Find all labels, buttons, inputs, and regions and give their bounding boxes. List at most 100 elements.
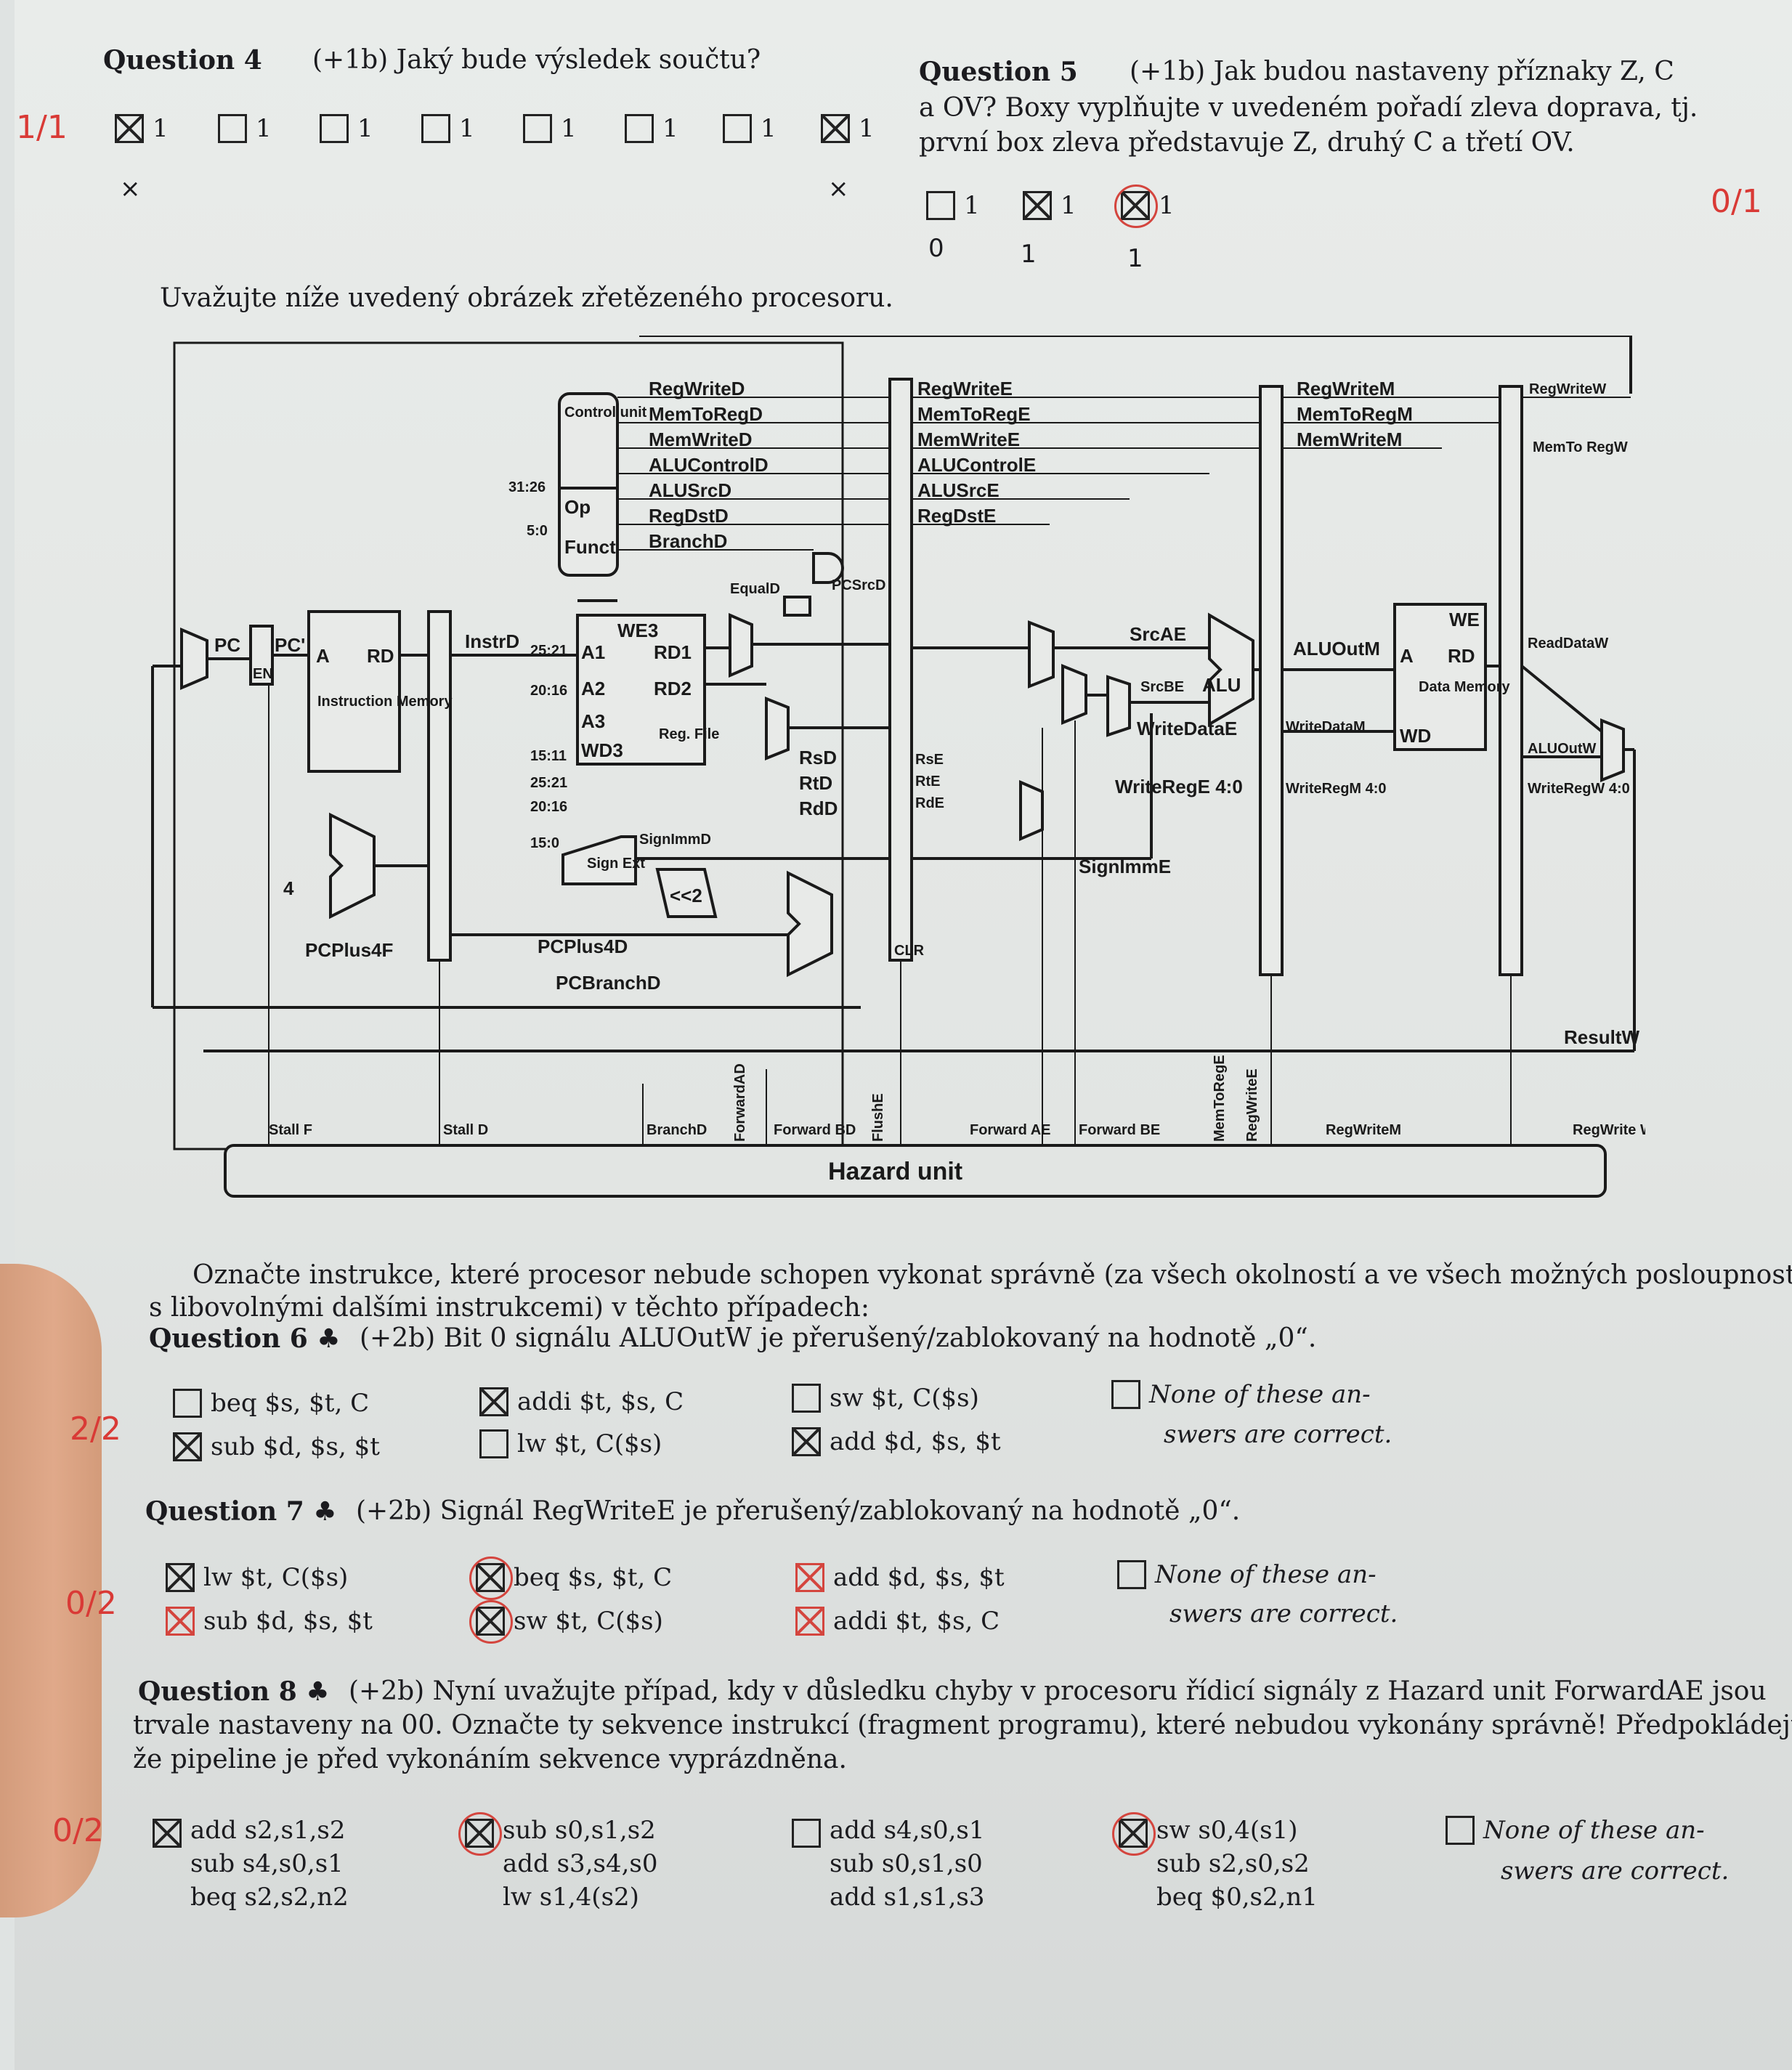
instruction-line: add s3,s4,s0 [503,1849,658,1878]
checkbox[interactable] [792,1819,821,1848]
checkbox[interactable] [479,1429,508,1458]
q8-line3: že pipeline je před vykonáním sekvence v… [133,1745,847,1774]
q5-option-c[interactable]: 1 [1023,191,1077,220]
checkbox[interactable] [792,1384,821,1413]
checkbox[interactable] [469,1556,513,1600]
option-text: 1 [859,114,875,143]
field-bits-4: 20:16 [530,799,567,815]
q7-option-beq[interactable]: beq $s, $t, C [469,1556,673,1600]
d-signal-5: RegDstD [649,505,729,527]
q4-option-1[interactable]: 1 [115,114,169,143]
q8-line1: (+2b) Nyní uvažujte případ, kdy v důsled… [349,1676,1767,1706]
checkbox[interactable] [218,114,247,143]
writedatam-label: WriteDataM [1286,719,1366,735]
checkbox[interactable] [153,1819,182,1848]
checkbox[interactable] [458,1812,502,1856]
q6-heading: Question 6 ♣ [149,1323,341,1354]
q4-option-3[interactable]: 1 [320,114,373,143]
q5-score: 0/1 [1711,183,1762,220]
checkbox[interactable] [173,1432,202,1461]
imem-name: Instruction Memory [317,694,453,710]
option-text: sw $t, C($s) [514,1607,663,1636]
exam-sheet [15,0,1792,2070]
q6-prompt: (+2b) Bit 0 signálu ALUOutW je přerušený… [360,1323,1317,1353]
checkbox[interactable] [821,114,850,143]
q5-hand-z: 0 [928,234,944,263]
pcsrcd-label: PCSrcD [832,577,885,593]
rf-a1: A1 [581,641,605,663]
checkbox[interactable] [115,114,144,143]
checkbox[interactable] [166,1607,195,1636]
grader-circle [469,1600,513,1644]
q6-option-addi[interactable]: addi $t, $s, C [479,1387,684,1416]
instruction-line: sub s0,s1,s0 [830,1849,983,1878]
checkbox[interactable] [523,114,552,143]
aluoutm-label: ALUOutM [1293,638,1380,659]
q7-option-addi[interactable]: addi $t, $s, C [795,1607,1000,1636]
srcbe-label: SrcBE [1140,679,1184,695]
checkbox[interactable] [469,1600,513,1644]
q4-option-6[interactable]: 1 [625,114,678,143]
q5-line3: první box zleva představuje Z, druhý C a… [919,128,1575,158]
rsd-label: RsD [799,747,837,768]
q5-line1: (+1b) Jak budou nastaveny příznaky Z, C [1130,57,1674,86]
checkbox[interactable] [173,1389,202,1418]
pc-label: PC [214,634,240,656]
checkbox[interactable] [1114,184,1158,228]
q7-option-lw[interactable]: lw $t, C($s) [166,1563,348,1592]
q4-option-2[interactable]: 1 [218,114,272,143]
grader-circle [458,1812,502,1856]
q4-option-4[interactable]: 1 [421,114,475,143]
d-signal-1: MemToRegD [649,403,763,425]
checkbox[interactable] [1112,1812,1156,1856]
q7-option-sub[interactable]: sub $d, $s, $t [166,1607,373,1636]
dmem-wd: WD [1400,725,1431,747]
checkbox[interactable] [792,1427,821,1456]
checkbox[interactable] [1446,1816,1475,1845]
option-text: 1 [1061,191,1077,220]
q4-option-8[interactable]: 1 [821,114,875,143]
q6-option-none-cont: swers are correct. [1164,1420,1392,1449]
e-signal-1: MemToRegE [917,403,1031,425]
checkbox[interactable] [723,114,752,143]
q4-option-7[interactable]: 1 [723,114,777,143]
q6-option-lw[interactable]: lw $t, C($s) [479,1429,662,1458]
q7-option-none[interactable]: None of these an- [1117,1560,1377,1589]
q6-option-sub[interactable]: sub $d, $s, $t [173,1432,380,1461]
checkbox[interactable] [926,191,955,220]
checkbox[interactable] [1111,1380,1140,1409]
d-signal-4: ALUSrcD [649,479,731,501]
signimmd-label: SignImmD [639,832,711,848]
q8-score: 0/2 [52,1812,104,1849]
checkbox[interactable] [1023,191,1052,220]
checkbox[interactable] [166,1563,195,1592]
q5-option-z[interactable]: 1 [926,191,980,220]
d-signal-6: BranchD [649,530,727,552]
q4-option-5[interactable]: 1 [523,114,577,143]
q5-option-ov[interactable]: 1 [1114,184,1175,228]
checkbox[interactable] [795,1563,824,1592]
q6-option-sw[interactable]: sw $t, C($s) [792,1384,979,1413]
instruction-line: add s4,s0,s1 [830,1816,985,1845]
q6-option-beq[interactable]: beq $s, $t, C [173,1389,369,1418]
checkbox[interactable] [1117,1560,1146,1589]
hazard-signal-0: Stall F [269,1122,312,1138]
checkbox[interactable] [625,114,654,143]
checkbox[interactable] [421,114,450,143]
q6-option-none[interactable]: None of these an- [1111,1380,1371,1409]
option-text: beq $s, $t, C [514,1563,673,1592]
checkbox[interactable] [795,1607,824,1636]
option-text: addi $t, $s, C [517,1387,684,1416]
q7-option-add[interactable]: add $d, $s, $t [795,1563,1005,1592]
checkbox[interactable] [320,114,349,143]
q7-option-sw[interactable]: sw $t, C($s) [469,1600,663,1644]
q8-option-none[interactable]: None of these an- [1446,1816,1705,1845]
checkbox[interactable] [479,1387,508,1416]
q6-option-add[interactable]: add $d, $s, $t [792,1427,1001,1456]
